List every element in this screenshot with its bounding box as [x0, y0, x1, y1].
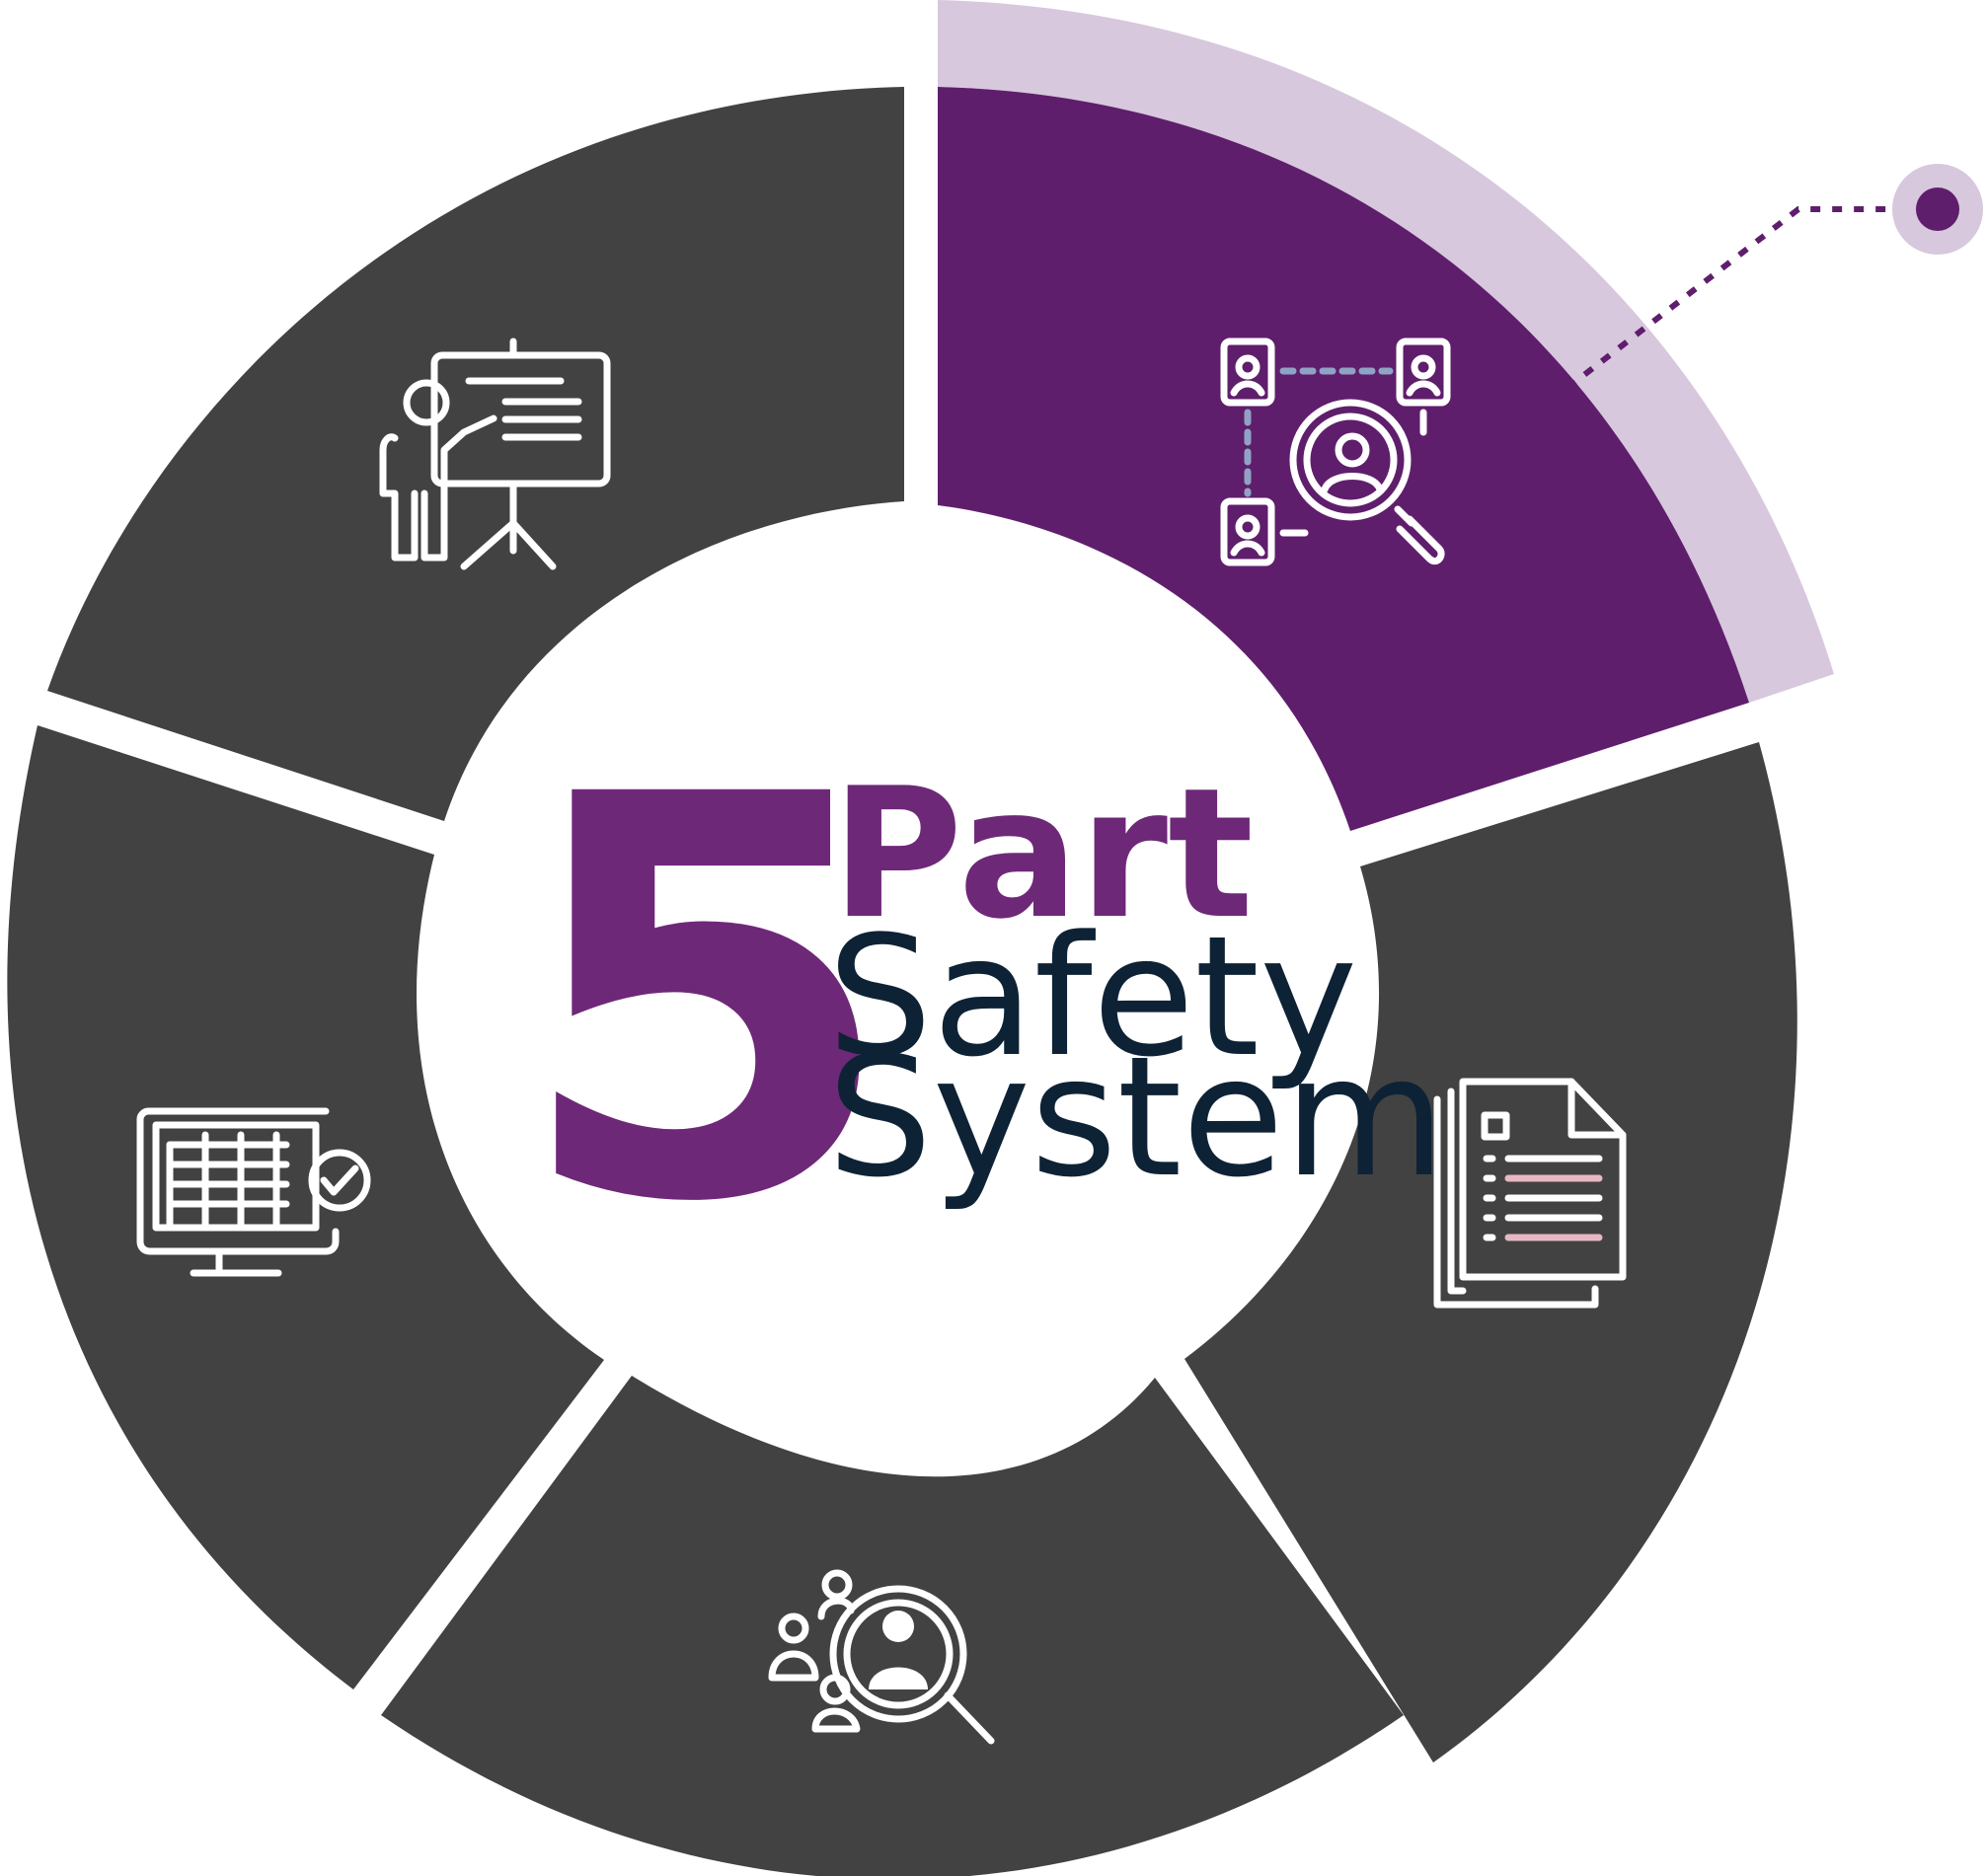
presentation-trainer-icon [379, 338, 611, 570]
monitor-spreadsheet-check-icon [136, 1107, 371, 1277]
network-search-people-icon [1220, 338, 1451, 566]
connector-endpoint-dot[interactable] [1916, 188, 1959, 231]
title-line-system: System [827, 1020, 1445, 1214]
people-search-icon [768, 1569, 995, 1745]
segment-top-left[interactable] [47, 87, 904, 821]
segment-left[interactable] [7, 725, 604, 1689]
title-line-safety: Safety [827, 900, 1357, 1093]
connector-line [1566, 206, 1913, 391]
highlight-halo [938, 0, 1834, 703]
segment-right[interactable] [1184, 742, 1797, 1763]
title-number: 5 [513, 680, 898, 1323]
title-word-part: Part [831, 749, 1254, 958]
documents-checklist-icon [1433, 1078, 1627, 1309]
